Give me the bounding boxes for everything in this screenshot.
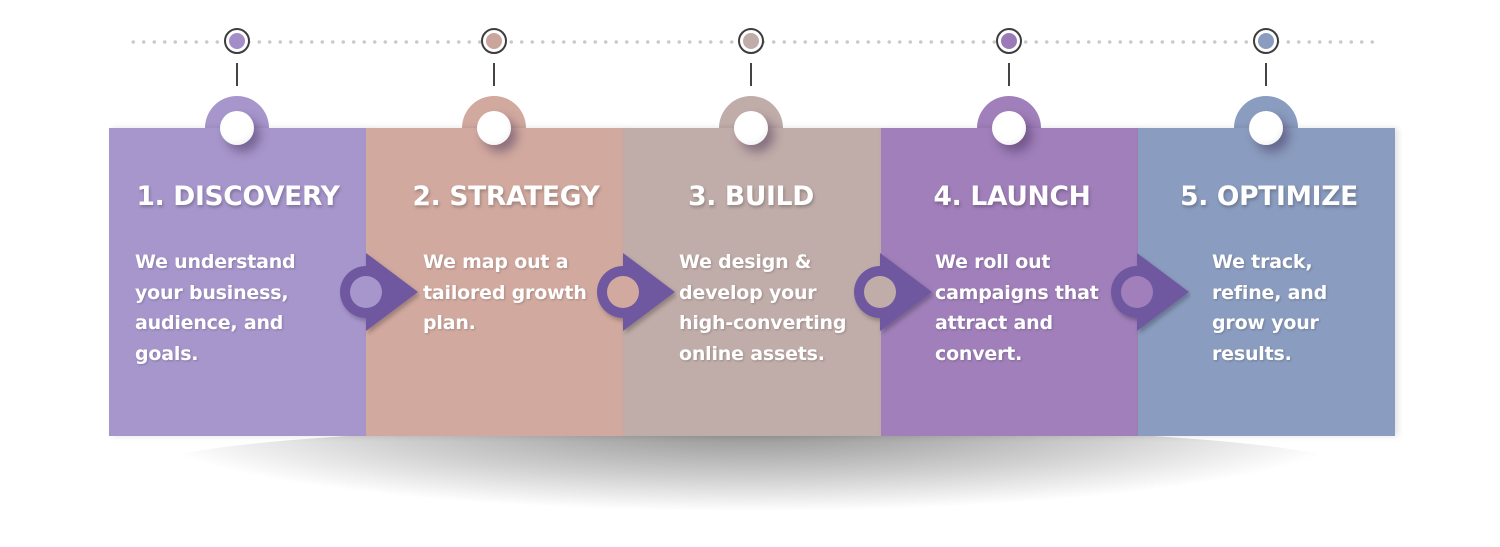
timeline-node-strategy — [481, 28, 507, 54]
step-title-launch: 4. LAUNCH — [933, 181, 1091, 212]
board-shadow — [150, 425, 1350, 510]
pin-launch — [977, 96, 1041, 160]
timeline-stem — [493, 63, 495, 86]
timeline-node-discovery — [224, 28, 250, 54]
step-card-launch — [881, 128, 1139, 436]
step-title-build: 3. BUILD — [688, 181, 814, 212]
step-title-strategy: 2. STRATEGY — [412, 181, 600, 212]
timeline-node-optimize — [1253, 28, 1279, 54]
step-title-discovery: 1. DISCOVERY — [136, 181, 340, 212]
pin-strategy — [462, 96, 526, 160]
arrow-right-icon — [854, 253, 932, 331]
arrow-right-icon — [340, 253, 418, 331]
step-text-build: We design & develop your high-converting… — [679, 251, 847, 365]
step-card-discovery — [109, 128, 367, 436]
step-text-launch: We roll out campaigns that attract and c… — [935, 251, 1099, 365]
pin-icon — [992, 111, 1026, 145]
pin-optimize — [1234, 96, 1298, 160]
pin-icon — [220, 111, 254, 145]
timeline-node-launch — [996, 28, 1022, 54]
step-card-optimize — [1138, 128, 1395, 436]
step-text-discovery: We understand your business, audience, a… — [135, 251, 296, 365]
pin-icon — [734, 111, 768, 145]
timeline-stem — [750, 63, 752, 86]
pin-build — [719, 96, 783, 160]
step-text-strategy: We map out a tailored growth plan. — [423, 251, 587, 334]
step-card-strategy — [366, 128, 624, 436]
step-title-optimize: 5. OPTIMIZE — [1180, 181, 1358, 212]
timeline-stem — [1265, 63, 1267, 86]
step-card-build — [623, 128, 881, 436]
timeline-stem — [236, 63, 238, 86]
pin-discovery — [205, 96, 269, 160]
pin-icon — [477, 111, 511, 145]
pin-icon — [1249, 111, 1283, 145]
arrow-right-icon — [1111, 253, 1189, 331]
arrow-right-icon — [597, 253, 675, 331]
timeline-node-build — [738, 28, 764, 54]
timeline-stem — [1008, 63, 1010, 86]
step-text-optimize: We track, refine, and grow your results. — [1212, 251, 1328, 365]
